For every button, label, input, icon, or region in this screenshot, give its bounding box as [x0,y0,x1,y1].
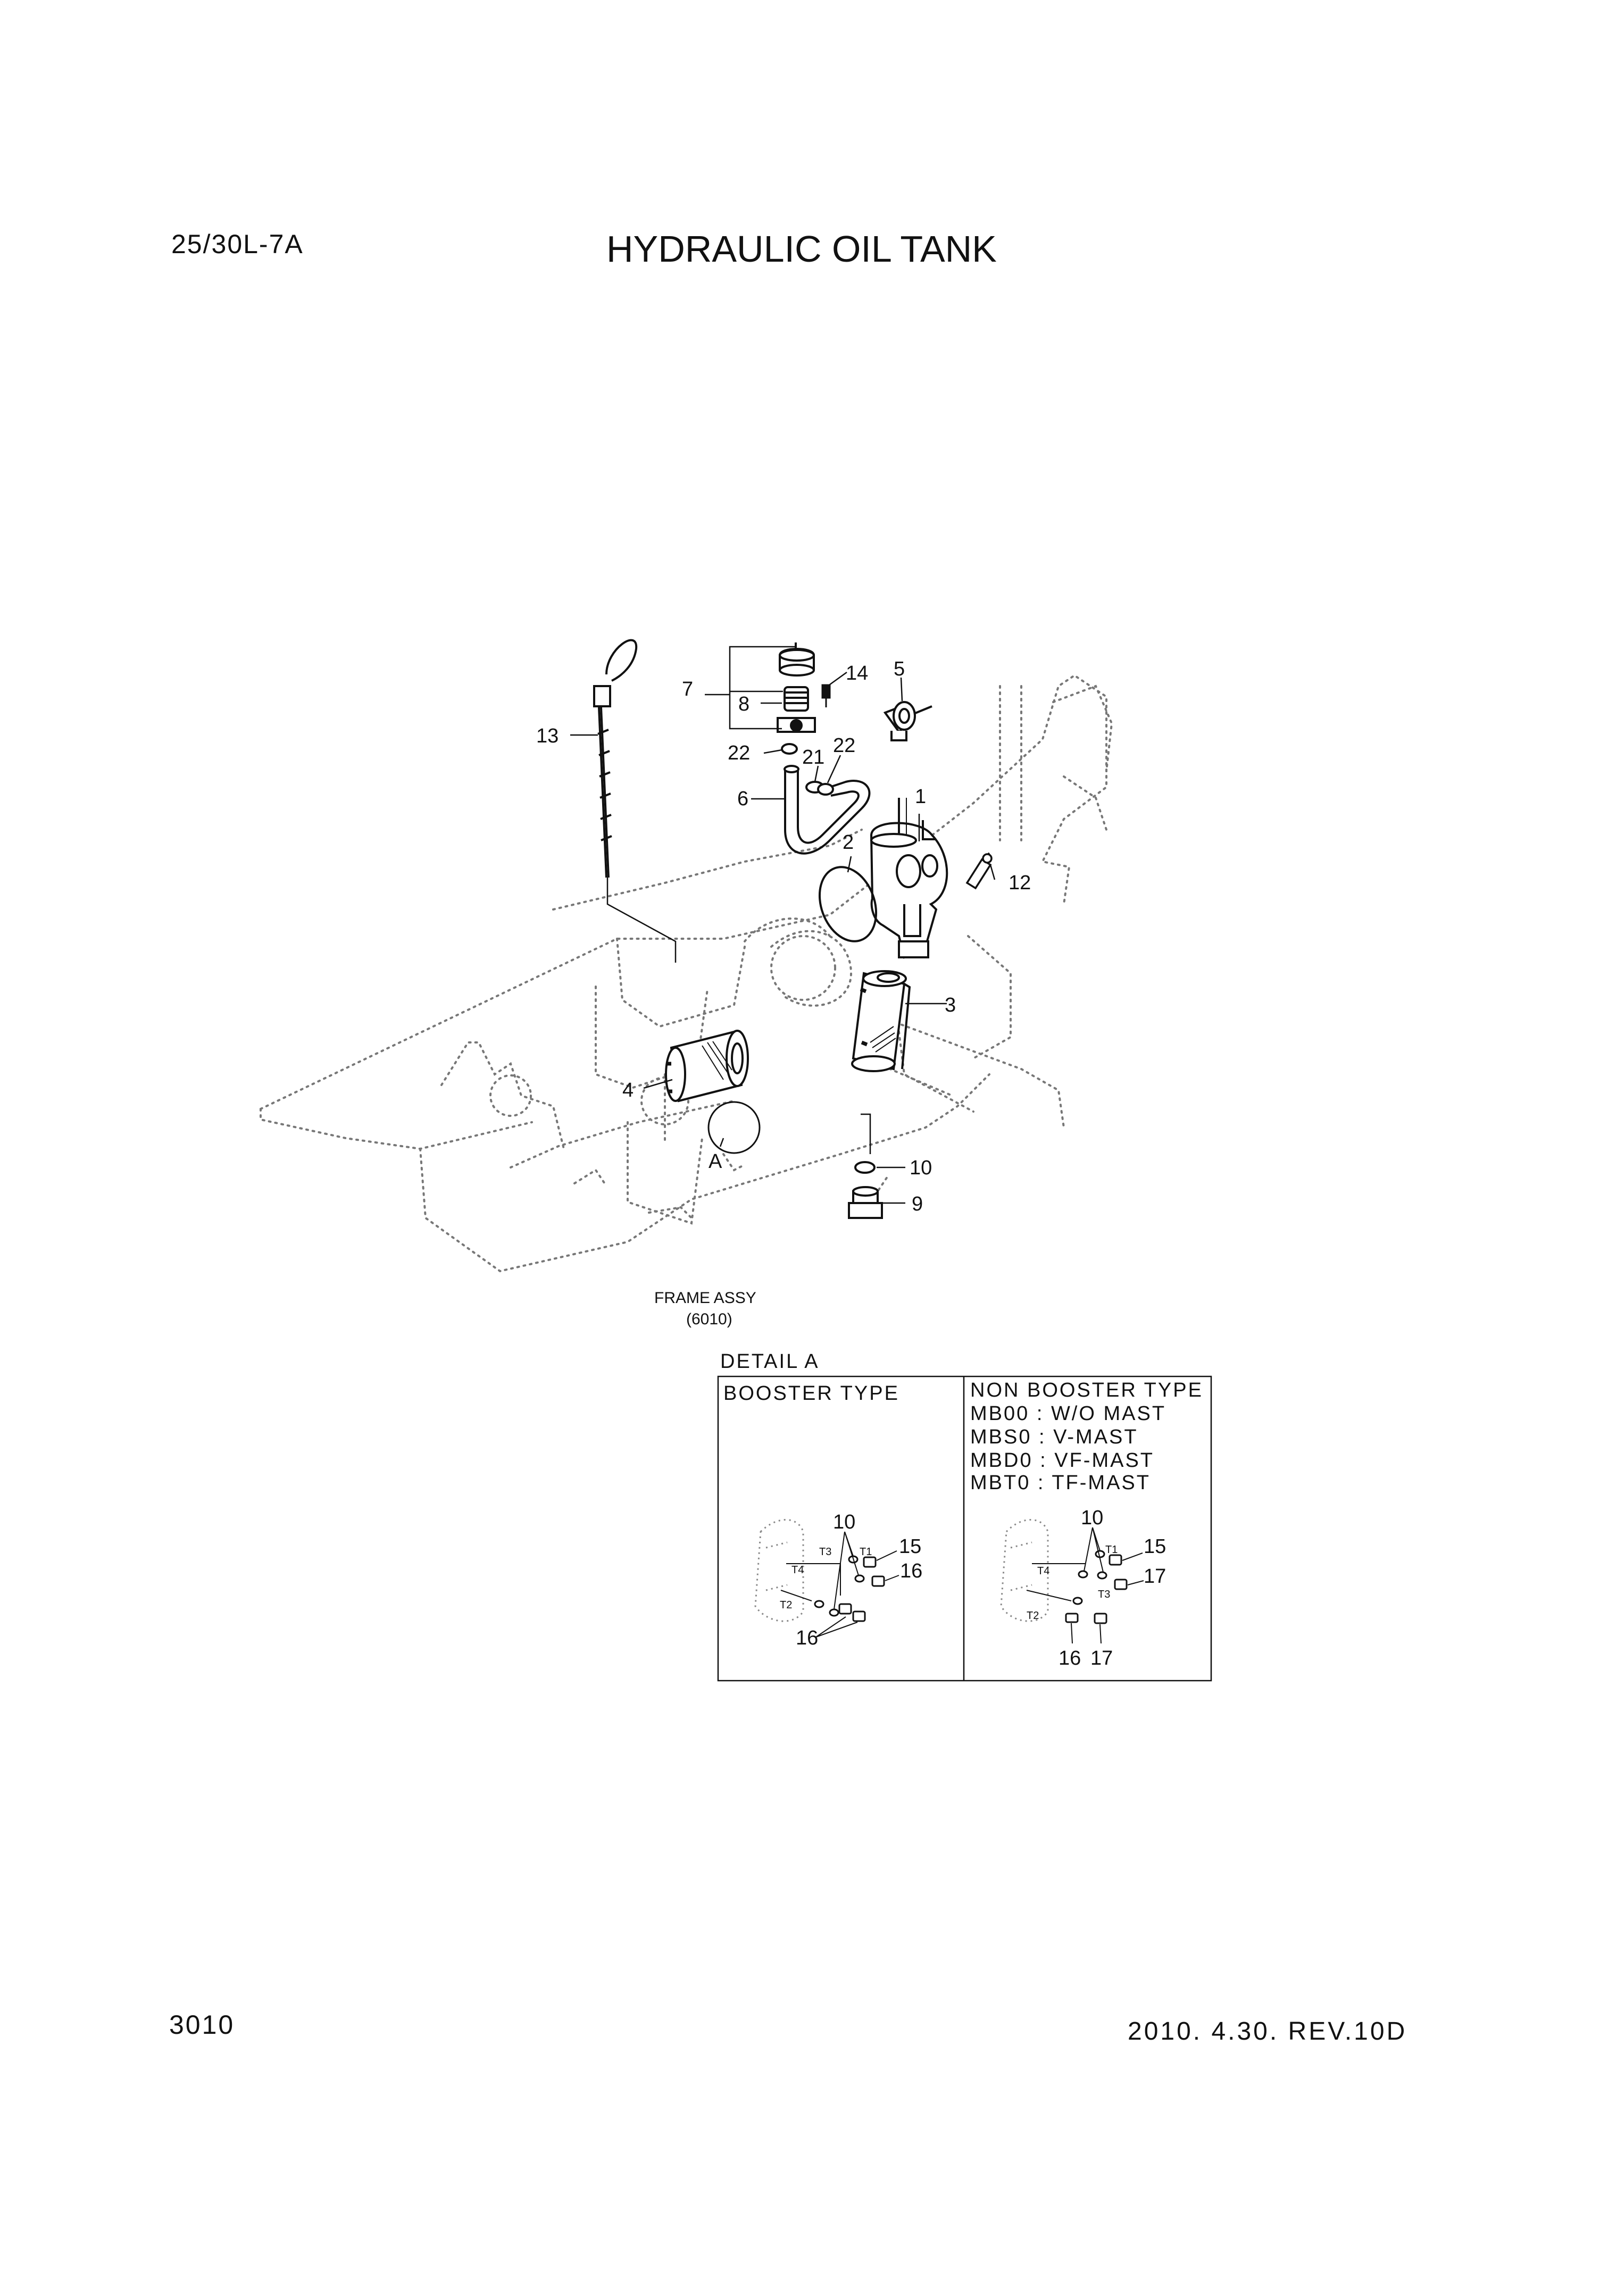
callout-6: 6 [737,788,748,810]
callout-2: 2 [843,831,854,854]
callout-22-left: 22 [728,742,750,764]
callout-4: 4 [622,1079,634,1101]
booster-port-t4: T4 [791,1564,804,1576]
model-number: 25/30L-7A [171,229,304,259]
non-booster-type-header: NON BOOSTER TYPE [970,1379,1203,1401]
o-ring-10 [854,1161,876,1174]
frame-assy-part-number: (6010) [686,1310,732,1328]
frame-assembly-outline [260,674,1113,1273]
hydraulic-tank-1 [870,798,948,959]
non-booster-callout-17-bottom: 17 [1090,1647,1113,1669]
booster-callout-10: 10 [833,1511,855,1533]
callout-10: 10 [910,1157,932,1179]
non-booster-callout-17-right: 17 [1144,1565,1166,1588]
detail-a-title: DETAIL A [720,1350,820,1373]
booster-leaders [780,1531,899,1638]
booster-port-t1: T1 [860,1546,872,1558]
return-filter-3 [851,970,911,1072]
callout-5: 5 [894,658,905,680]
variant-mb00: MB00 : W/O MAST [970,1402,1166,1425]
non-booster-port-t3: T3 [1098,1589,1110,1600]
variant-mbd0: MBD0 : VF-MAST [970,1449,1154,1472]
hose-6 [784,765,871,855]
callout-22-right: 22 [833,734,855,757]
variant-mbs0: MBS0 : V-MAST [970,1426,1138,1448]
variant-mbt0: MBT0 : TF-MAST [970,1472,1151,1494]
callout-1: 1 [915,786,926,808]
o-ring-a [707,1101,761,1154]
drain-plug-12 [965,852,993,890]
page-title: HYDRAULIC OIL TANK [606,228,997,270]
callout-14: 14 [846,662,868,684]
bolt-14 [821,684,831,707]
non-booster-port-block [1000,1519,1049,1622]
callout-13: 13 [536,725,559,747]
callout-9: 9 [912,1193,923,1215]
non-booster-leaders [1026,1527,1144,1644]
booster-callout-15: 15 [899,1535,921,1558]
booster-callout-16-right: 16 [900,1560,922,1582]
booster-callout-16-bottom: 16 [796,1627,818,1649]
detail-a-table [717,1375,1212,1682]
non-booster-fittings [1065,1550,1128,1624]
callout-7-bracket [729,646,796,730]
callout-21: 21 [802,746,824,769]
non-booster-port-t2: T2 [1027,1610,1039,1622]
callout-8: 8 [738,693,749,715]
booster-port-t3: T3 [819,1546,831,1558]
revision-date: 2010. 4.30. REV.10D [1128,2017,1407,2045]
callout-a: A [709,1150,722,1173]
non-booster-callout-15: 15 [1144,1535,1166,1558]
non-booster-port-t4: T4 [1037,1565,1049,1577]
o-ring-2 [818,866,878,942]
elbow-5 [883,701,932,741]
dipstick-13 [593,639,677,963]
clamp-22-left [781,743,798,755]
page-number: 3010 [169,2010,235,2040]
strainer-8 [777,686,816,733]
frame-assy-label: FRAME ASSY [654,1289,756,1307]
callout-12: 12 [1009,872,1031,894]
booster-port-block [754,1519,804,1622]
drain-plug-9 [848,1186,883,1219]
non-booster-callout-10: 10 [1081,1507,1103,1529]
callout-3: 3 [945,994,956,1016]
booster-type-header: BOOSTER TYPE [723,1382,899,1405]
leader-lines [570,671,996,1204]
clamp-21 [805,781,834,796]
booster-fittings [814,1555,885,1622]
callout-7: 7 [682,678,693,700]
non-booster-port-t1: T1 [1105,1544,1118,1556]
breather-cap-7 [779,642,815,677]
suction-strainer-4 [665,1030,749,1103]
booster-port-t2: T2 [780,1599,792,1611]
non-booster-callout-16: 16 [1059,1647,1081,1669]
